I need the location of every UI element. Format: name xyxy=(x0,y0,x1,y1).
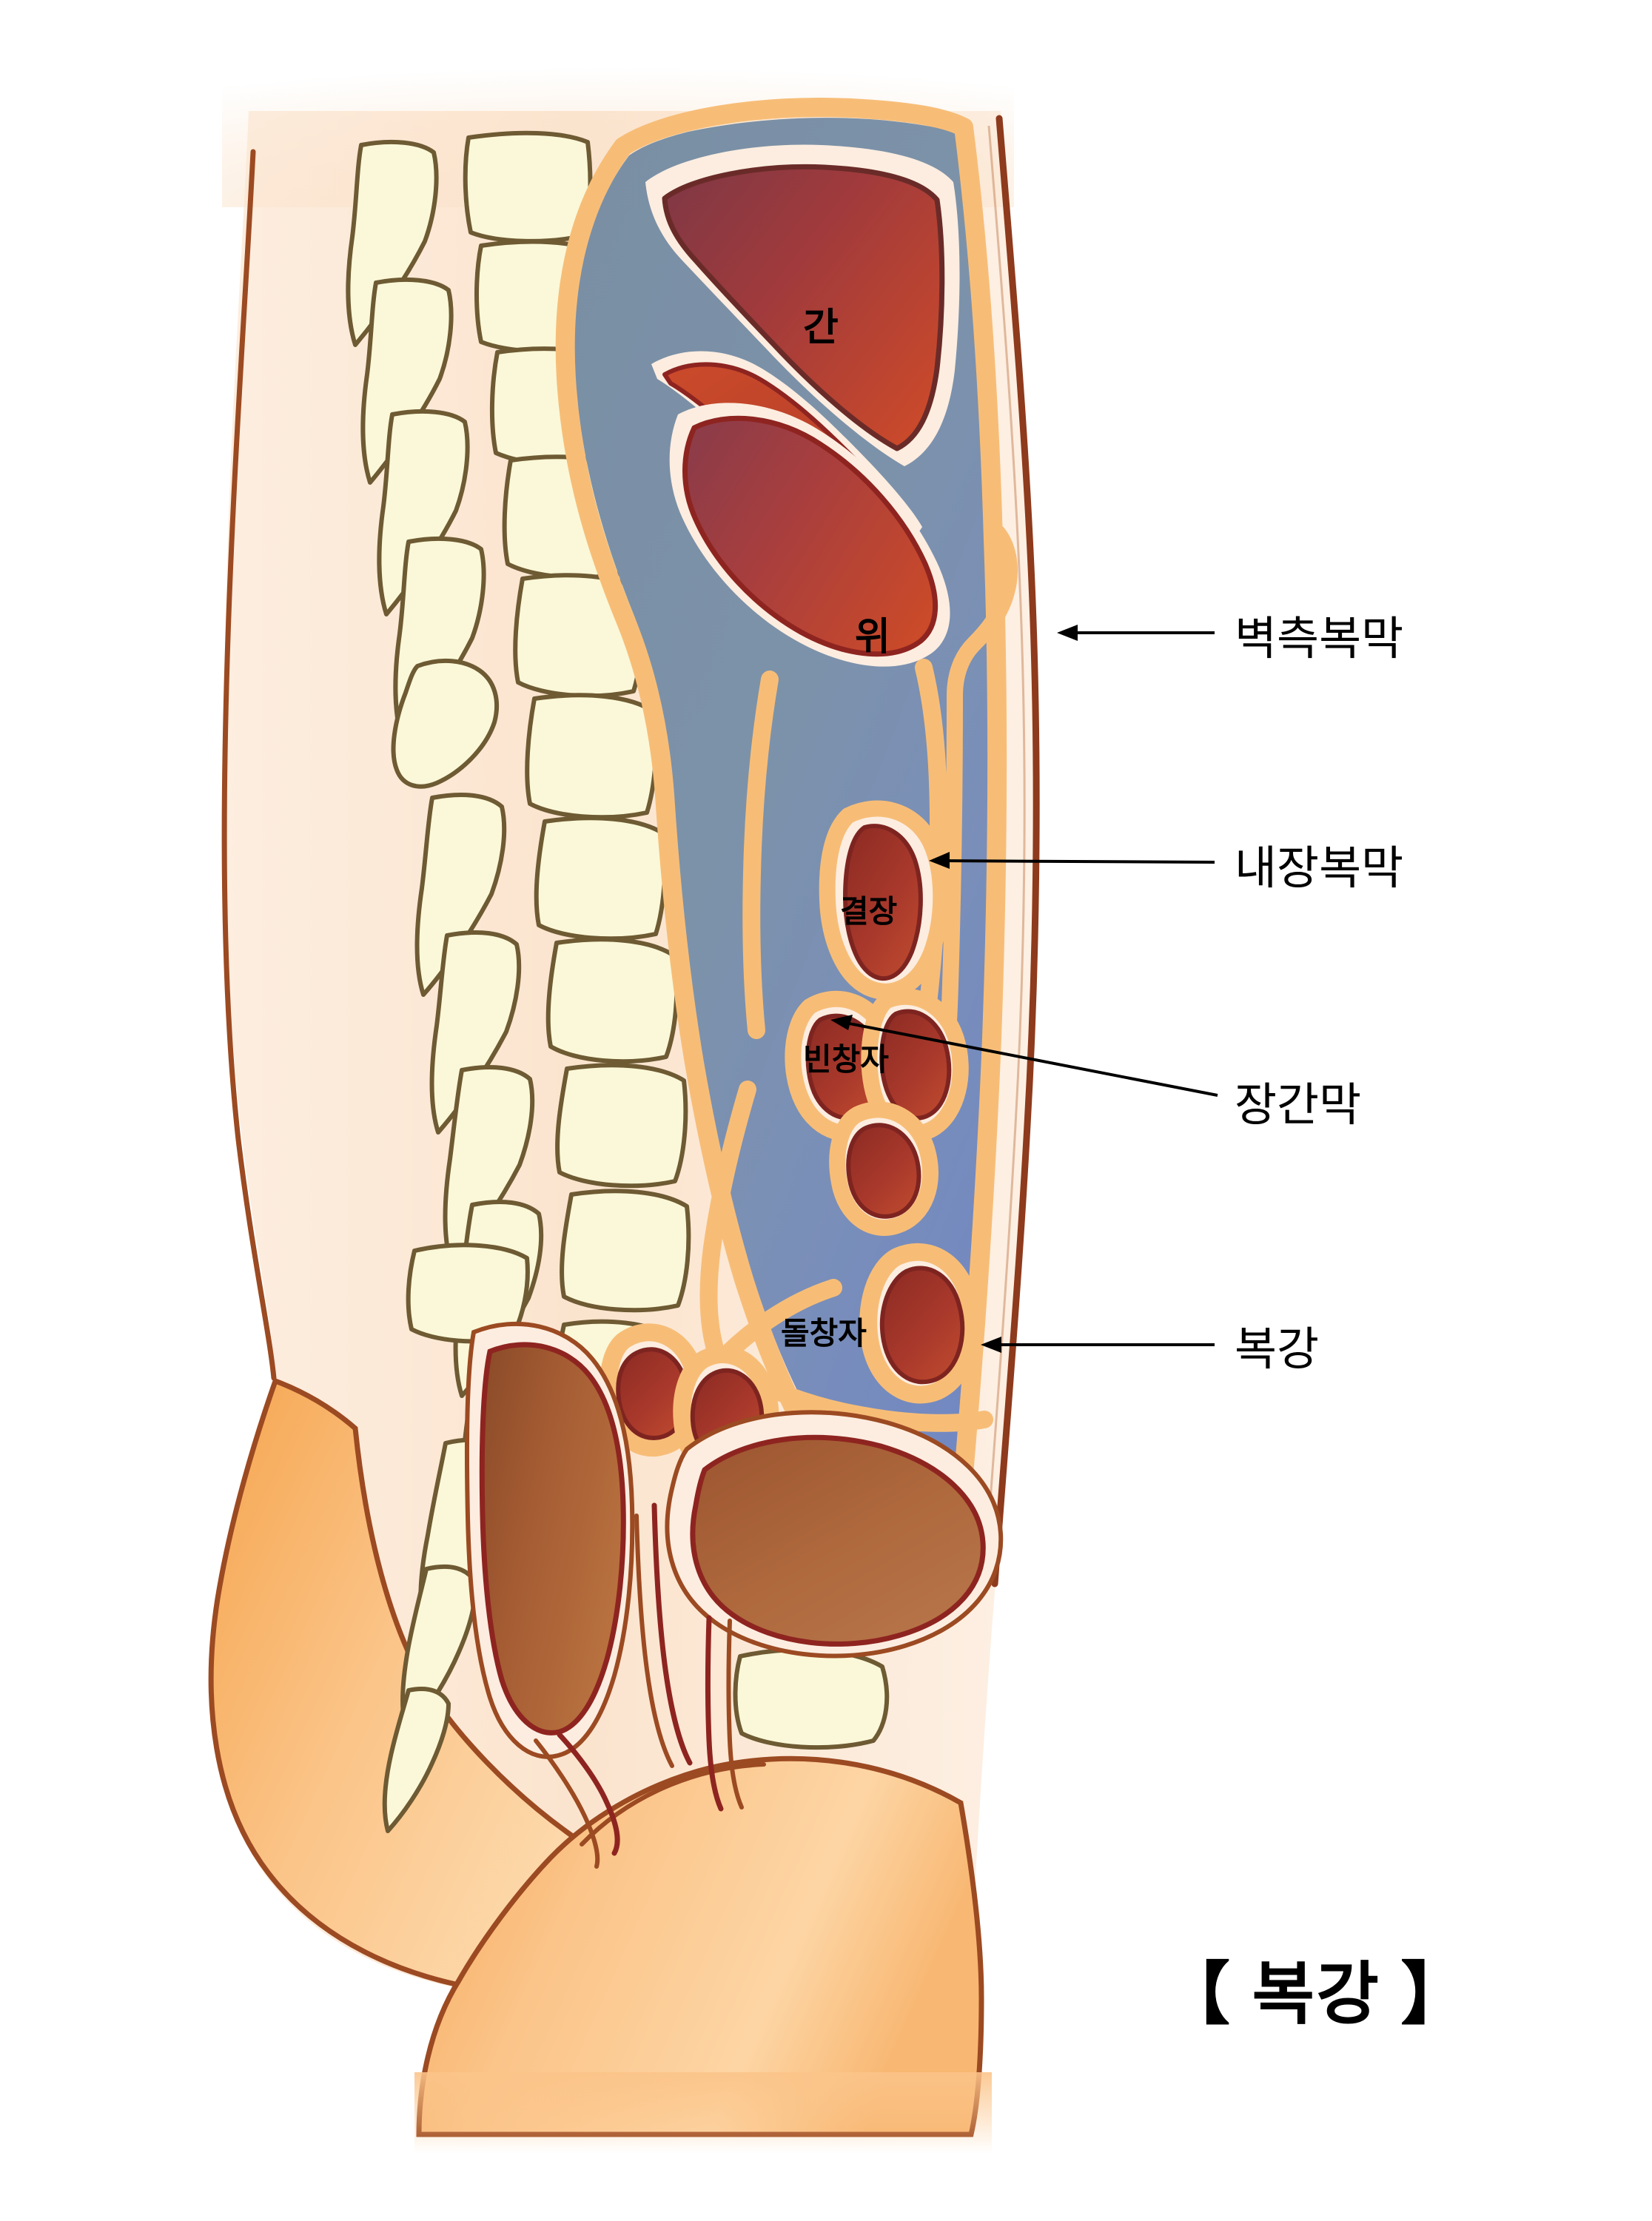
bladder-group xyxy=(634,1410,1004,1812)
coccyx-2 xyxy=(382,1687,451,1833)
leader-line-parietal-peritoneum xyxy=(1057,625,1215,641)
callout-label-mesentery: 장간막 xyxy=(1235,1080,1362,1131)
vertebra-body-6 xyxy=(525,693,659,820)
jejunum-organ-b xyxy=(879,1009,952,1120)
pelvic-viscus-wall xyxy=(651,1502,693,1766)
thigh-bottom-fade xyxy=(414,2072,992,2154)
parietal-peritoneum-anterior xyxy=(954,118,1007,1484)
callout-label-abdominal-cavity: 복강 xyxy=(1235,1324,1320,1375)
pelvic-viscus-wall-inner xyxy=(634,1513,674,1768)
bowel-loop-left-organ xyxy=(616,1347,690,1440)
jejunum-organ-c xyxy=(846,1123,921,1219)
callout-label-visceral-peritoneum: 내장복막 xyxy=(1235,843,1404,894)
leader-line-visceral-peritoneum xyxy=(929,852,1215,869)
organ-label-jejunum: 빈창자 xyxy=(803,1042,889,1077)
colon-group xyxy=(819,800,950,1000)
parietal-peritoneum-group xyxy=(555,97,1007,1484)
urethra-inner xyxy=(726,1619,744,1810)
rectum-group xyxy=(464,1321,635,1869)
liver-organ xyxy=(662,164,945,451)
leader-lines-group xyxy=(830,625,1218,1353)
callout-label-parietal-peritoneum: 벽측복막 xyxy=(1235,614,1404,665)
organ-label-colon: 결장 xyxy=(840,894,898,929)
pubic-bone xyxy=(733,1647,890,1750)
stomach-group xyxy=(669,403,950,667)
leader-line-mesentery xyxy=(830,1015,1218,1097)
anal-canal-inner xyxy=(534,1738,600,1869)
leader-line-abdominal-cavity xyxy=(981,1337,1215,1353)
anal-canal xyxy=(557,1732,620,1856)
parietal-peritoneum-band xyxy=(555,137,821,1451)
organ-label-liver: 간 xyxy=(803,306,839,349)
back-outline xyxy=(221,149,277,1381)
liver-group xyxy=(645,144,960,466)
vertebra-body-1 xyxy=(463,130,593,243)
mesentery-stem-right xyxy=(935,525,1018,1095)
ileum-group xyxy=(859,1243,981,1404)
vertebra-body-10 xyxy=(560,1189,691,1313)
rectum-organ xyxy=(479,1342,626,1736)
figure-title: 【 복강 】 xyxy=(1162,1957,1471,2032)
parietal-peritoneum-dome xyxy=(614,97,973,156)
vertebra-body-7 xyxy=(534,816,668,941)
vertebra-body-9 xyxy=(555,1063,688,1189)
organ-label-ileum: 돌창자 xyxy=(781,1316,867,1351)
stomach-organ xyxy=(682,415,939,657)
groin-crease xyxy=(580,1762,766,1847)
mesentery-fold-upper xyxy=(742,671,779,1039)
vertebra-body-8 xyxy=(545,937,679,1064)
urethra xyxy=(705,1615,724,1812)
colon-organ xyxy=(842,824,923,981)
jejunum-group xyxy=(785,988,969,1236)
spinous-process-5 xyxy=(391,658,499,789)
bladder-organ xyxy=(690,1434,986,1647)
ileum-organ xyxy=(879,1266,965,1385)
mesentery-sheet xyxy=(699,1081,842,1378)
organ-label-stomach: 위 xyxy=(855,616,890,659)
